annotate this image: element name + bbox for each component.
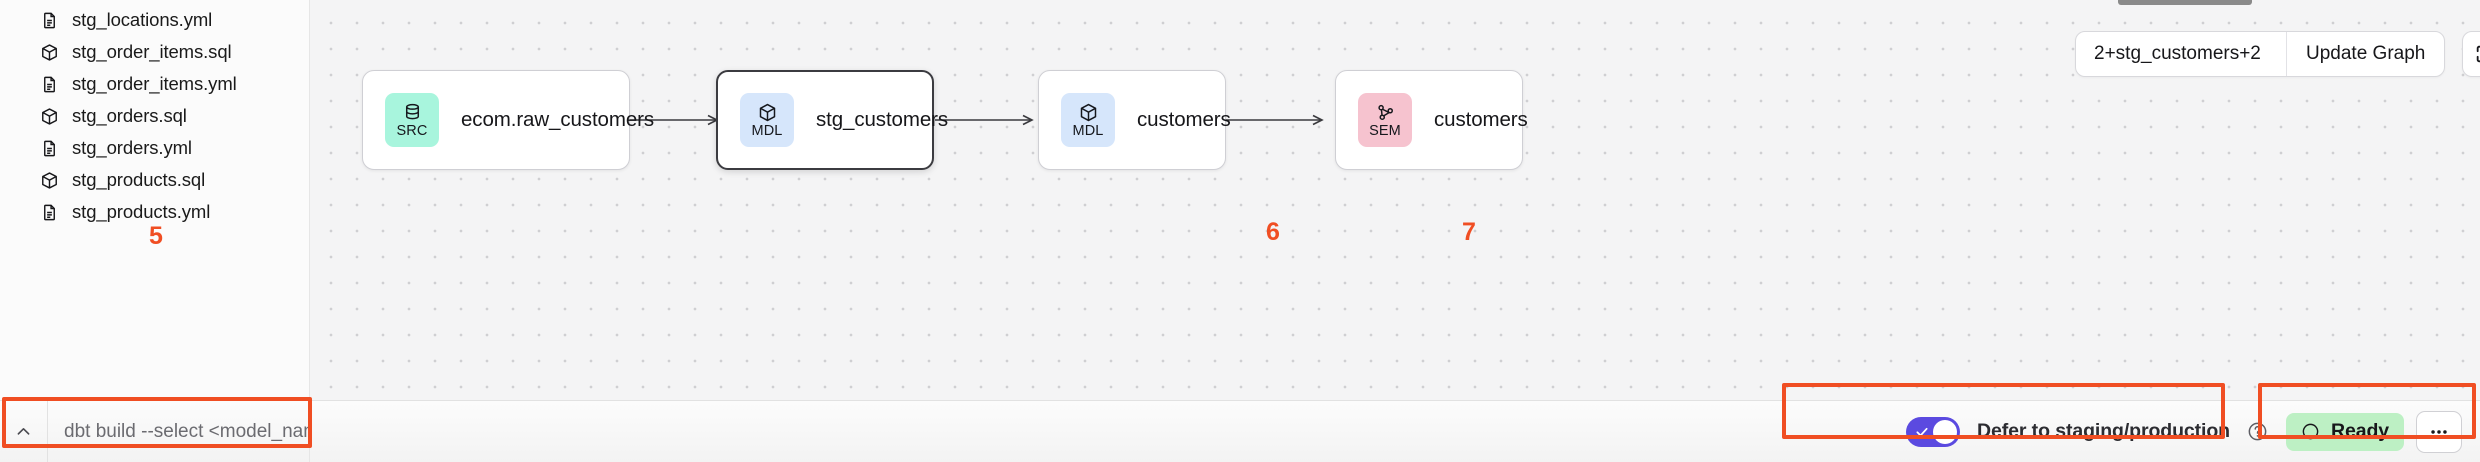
help-circle-icon[interactable] — [2247, 421, 2268, 442]
graph-search-group: Update Graph — [2075, 31, 2446, 77]
status-circle-icon — [2302, 423, 2319, 440]
graph-edge — [1225, 114, 1324, 126]
lineage-node-title: stg_customers — [816, 108, 949, 131]
cube-model-icon — [759, 103, 775, 121]
update-graph-button[interactable]: Update Graph — [2286, 32, 2444, 76]
node-badge-mdl: MDL — [1061, 93, 1115, 147]
command-collapse-button[interactable] — [0, 401, 48, 462]
file-document-icon — [40, 139, 59, 158]
lineage-node-customers-model[interactable]: MDL customers — [1038, 70, 1231, 170]
cube-model-icon — [40, 171, 59, 190]
dbt-command-input[interactable] — [48, 401, 309, 462]
graph-edge — [935, 114, 1034, 126]
defer-toggle[interactable] — [1906, 416, 1960, 447]
node-badge-src: SRC — [385, 93, 439, 147]
lineage-node-title: ecom.raw_customers — [461, 108, 655, 131]
file-document-icon — [40, 203, 59, 222]
status-badge-label: Ready — [2330, 420, 2389, 442]
lineage-node-title: customers — [1137, 108, 1231, 131]
file-explorer-sidebar: stg_locations.yml stg_order_items.sql — [0, 0, 310, 462]
graph-toolbar: Update Graph — [2075, 31, 2480, 77]
status-group: Ready — [2285, 410, 2462, 453]
node-badge-mdl: MDL — [740, 93, 794, 147]
chevron-up-icon — [17, 428, 30, 435]
file-document-icon — [40, 75, 59, 94]
node-badge-label: SRC — [396, 122, 428, 139]
node-badge-label: MDL — [751, 122, 783, 139]
file-list-item-label: stg_order_items.sql — [72, 41, 232, 62]
lineage-graph-canvas[interactable]: SRC ecom.raw_customers MDL stg_customers… — [310, 0, 2480, 400]
file-list-item-label: stg_orders.yml — [72, 137, 192, 158]
file-list-item[interactable]: stg_products.sql — [0, 164, 309, 196]
file-list-item[interactable]: stg_locations.yml — [0, 4, 309, 36]
file-list-item[interactable]: stg_order_items.yml — [0, 68, 309, 100]
cube-model-icon — [40, 107, 59, 126]
fullscreen-button[interactable] — [2462, 31, 2480, 77]
file-list-item-label: stg_products.yml — [72, 201, 211, 222]
file-list-item[interactable]: stg_products.yml — [0, 196, 309, 228]
lineage-node-source[interactable]: SRC ecom.raw_customers — [362, 70, 654, 170]
file-list-item[interactable]: stg_orders.yml — [0, 132, 309, 164]
database-icon — [405, 103, 419, 120]
lineage-node-title: customers — [1434, 108, 1528, 131]
horizontal-scrollbar[interactable] — [2118, 0, 2252, 5]
file-document-icon — [40, 11, 59, 30]
command-bar — [0, 400, 310, 462]
defer-setting-group: Defer to staging/production — [1906, 416, 2268, 447]
file-list-item-label: stg_orders.sql — [72, 105, 187, 126]
status-bar: Defer to staging/production Ready — [310, 400, 2480, 462]
toggle-knob — [1933, 419, 1957, 444]
defer-label: Defer to staging/production — [1977, 420, 2230, 442]
lineage-node-customers-semantic[interactable]: SEM customers — [1335, 70, 1528, 170]
status-badge[interactable]: Ready — [2285, 412, 2404, 451]
file-list-item-label: stg_order_items.yml — [72, 73, 237, 94]
graph-selector-input[interactable] — [2076, 32, 2286, 76]
lineage-node-stg-customers[interactable]: MDL stg_customers — [716, 70, 948, 170]
node-badge-label: MDL — [1072, 122, 1104, 139]
file-list-item[interactable]: stg_order_items.sql — [0, 36, 309, 68]
more-options-button[interactable] — [2416, 410, 2462, 453]
cube-model-icon — [1080, 103, 1096, 121]
file-list-item-label: stg_products.sql — [72, 169, 206, 190]
fullscreen-icon — [2477, 45, 2480, 63]
node-badge-label: SEM — [1369, 122, 1401, 139]
ellipsis-icon — [2431, 429, 2447, 434]
file-list-item-label: stg_locations.yml — [72, 9, 213, 30]
node-badge-sem: SEM — [1358, 93, 1412, 147]
semantic-graph-icon — [1377, 104, 1393, 120]
cube-model-icon — [40, 43, 59, 62]
file-list: stg_locations.yml stg_order_items.sql — [0, 0, 309, 228]
check-icon — [1916, 427, 1928, 436]
file-list-item[interactable]: stg_orders.sql — [0, 100, 309, 132]
